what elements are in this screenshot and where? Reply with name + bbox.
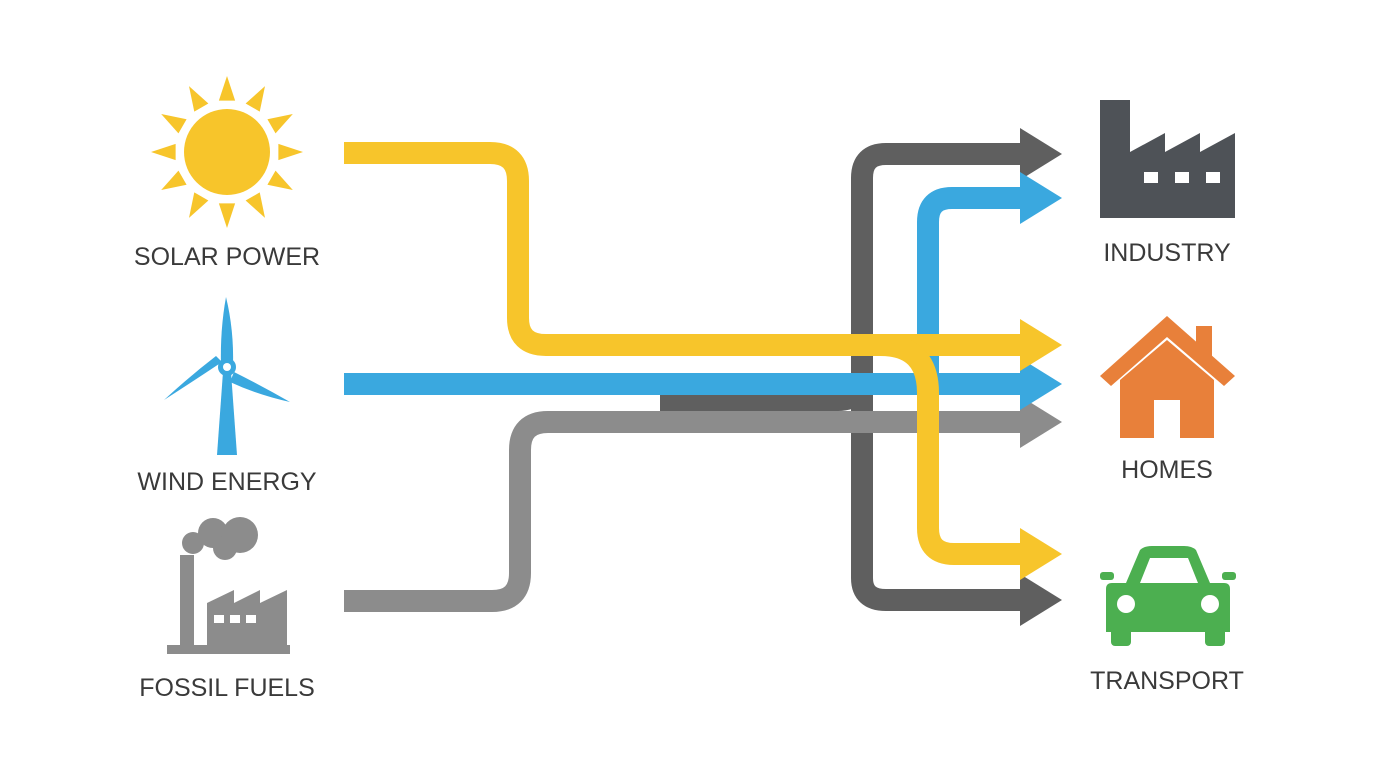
flow-fossil-industry [660, 143, 1024, 411]
source-label-fossil: FOSSIL FUELS [139, 674, 315, 702]
wind-turbine-icon [164, 297, 290, 455]
destination-label-transport: TRANSPORT [1090, 667, 1244, 695]
source-label-wind: WIND ENERGY [137, 468, 317, 496]
sun-ray [245, 192, 265, 218]
flows [344, 128, 1062, 626]
flow-solar-homes [344, 142, 1024, 356]
sun-icon [151, 76, 303, 228]
sun-ray [151, 143, 176, 161]
arrowhead-fossil-industry [1020, 128, 1062, 180]
sun-ray [267, 170, 293, 190]
sun-ray [278, 143, 303, 161]
arrowhead-solar-homes [1020, 319, 1062, 371]
flow-wind-industry [917, 187, 1024, 382]
sun-ray [218, 203, 236, 228]
sun-ray [189, 86, 209, 112]
sun-ray [267, 114, 293, 134]
arrowhead-fossil-homes [1020, 396, 1062, 448]
sun-ray [161, 114, 187, 134]
power-plant-icon [167, 517, 290, 654]
destination-label-homes: HOMES [1121, 456, 1213, 484]
flow-solar-transport [879, 334, 1024, 565]
arrowhead-solar-transport [1020, 528, 1062, 580]
flow-fossil-homes [344, 411, 1024, 612]
arrowhead-wind-industry [1020, 172, 1062, 224]
sun-ray [189, 192, 209, 218]
factory-icon [1100, 100, 1235, 218]
destination-label-industry: INDUSTRY [1103, 239, 1231, 267]
flow-fossil-transport [851, 390, 1024, 611]
sun-ray [161, 170, 187, 190]
sun-ray [218, 76, 236, 101]
house-icon [1100, 316, 1235, 438]
car-icon [1100, 546, 1236, 646]
arrowhead-wind-homes [1020, 358, 1062, 410]
sun-ray [245, 86, 265, 112]
arrowhead-fossil-transport [1020, 574, 1062, 626]
source-label-solar: SOLAR POWER [134, 243, 320, 271]
